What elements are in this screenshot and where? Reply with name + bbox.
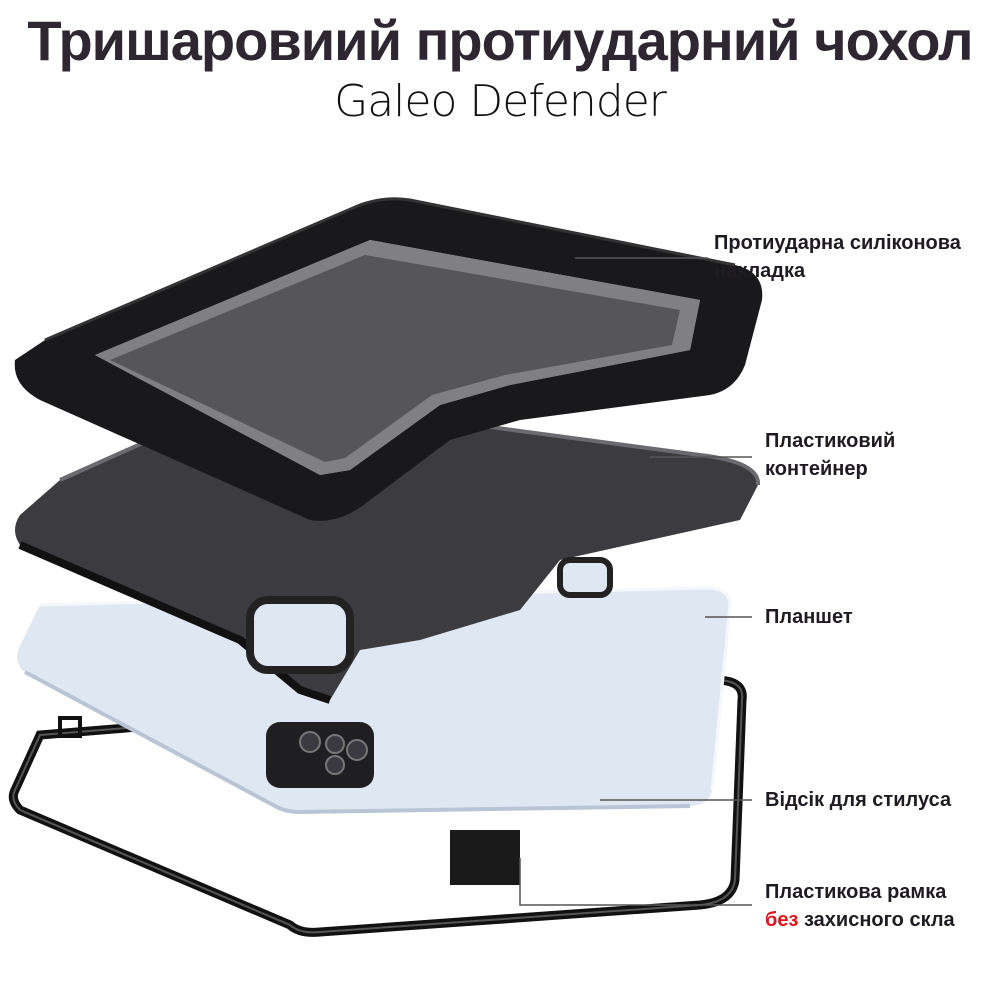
- leader-lines: [519, 257, 752, 906]
- label-line: Пластикова рамка: [765, 881, 947, 903]
- title-text: Тришаровиий протиударний чохол: [27, 9, 973, 72]
- product-name: Galeo Defender: [334, 76, 667, 127]
- label-text: захисного скла: [798, 909, 955, 931]
- camera-module: [266, 722, 374, 788]
- label-tablet: Планшет: [765, 603, 853, 631]
- silicone-bumper: [14, 197, 763, 521]
- highlight-without: без: [765, 909, 799, 931]
- label-line: Відсік для стилуса: [765, 789, 952, 811]
- label-silicone-bumper: Протиударна силіконова накладка: [714, 229, 961, 285]
- label-line: контейнер: [765, 458, 868, 480]
- label-line: без захисного скла: [765, 906, 955, 934]
- label-stylus-slot: Відсік для стилуса: [765, 786, 951, 814]
- page-title: Тришаровиий протиударний чохол: [0, 8, 1000, 74]
- tablet: [17, 586, 732, 815]
- label-line: Планшет: [765, 606, 853, 628]
- label-plastic-container: Пластиковий контейнер: [765, 427, 895, 483]
- label-plastic-frame: Пластикова рамка без захисного скла: [765, 878, 955, 934]
- leader-line-frame: [519, 858, 752, 906]
- label-line: Протиударна силіконова: [714, 232, 961, 254]
- label-line: накладка: [714, 260, 806, 282]
- label-line: Пластиковий: [765, 430, 896, 452]
